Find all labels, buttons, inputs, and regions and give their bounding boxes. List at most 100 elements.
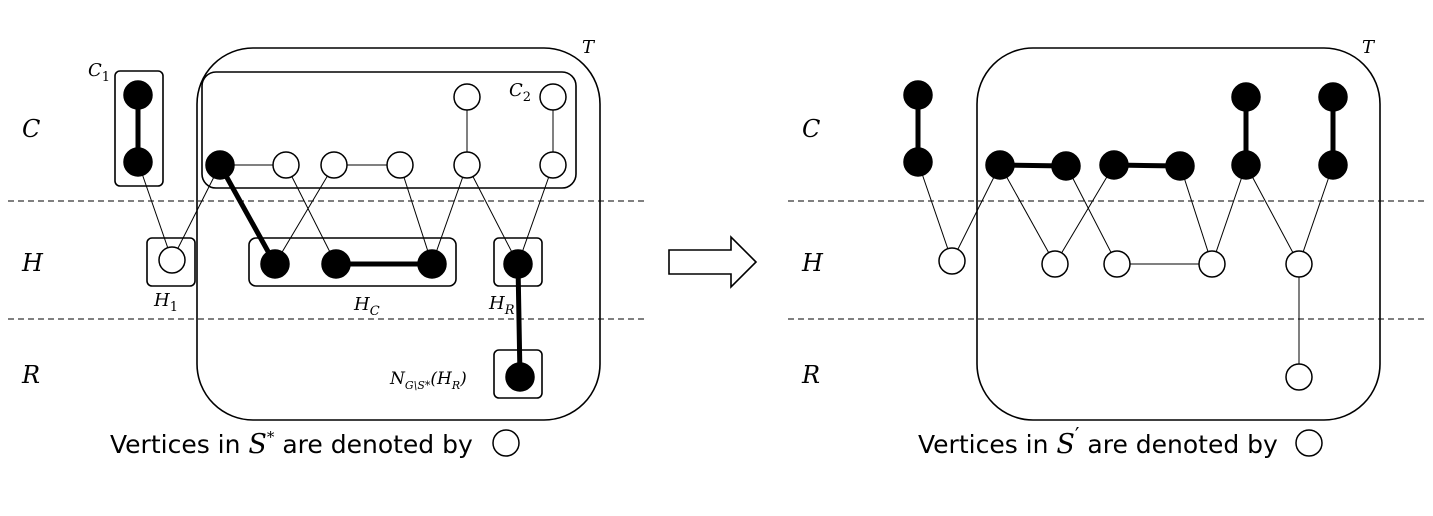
vertex-filled [503,249,533,279]
vertex-open [1198,250,1226,278]
edge [517,164,554,265]
caption-left-suffix: are denoted by [274,430,473,459]
box-t-right [976,47,1381,421]
edge [431,164,468,265]
vertex-open [158,246,186,274]
label-hr-base: H [488,293,505,314]
row-label-r-left: R [21,361,40,389]
vertex-open [1285,363,1313,391]
row-label-c-right: C [802,115,820,143]
vertex-filled [1051,151,1081,181]
caption-right: Vertices in S′ are denoted by [918,423,1278,460]
vertex-open [453,83,481,111]
legend-open-vertex-right [1295,429,1323,457]
right-panel: T [903,37,1381,460]
label-h1-sub: 1 [170,300,178,315]
label-t-right: T [1362,37,1376,58]
edge [1065,164,1118,265]
caption-left-set-sup: * [267,428,275,446]
vertex-open [386,151,414,179]
vertex-filled [1318,82,1348,112]
vertex-filled [260,249,290,279]
edge [274,164,335,265]
label-n-close: ) [459,369,467,389]
edge [1179,164,1213,265]
legend-open-vertex-left [492,429,520,457]
edge [1298,164,1334,265]
caption-right-set-sup: ′ [1075,423,1080,447]
vertex-filled [1231,82,1261,112]
row-label-h-right: H [801,249,824,277]
row-separators [8,200,1426,320]
matching-edge [217,162,278,267]
caption-right-suffix: are denoted by [1079,430,1278,459]
left-panel: T C1 C2 H1 HC HR NG\S*(HR) Vertices in S… [88,37,601,460]
label-n-tail-sub: R [451,379,460,392]
vertex-open [938,247,966,275]
label-c1-sub: 1 [102,70,110,85]
vertex-filled [123,80,153,110]
vertex-open [1285,250,1313,278]
edge [137,161,173,261]
vertex-filled [903,80,933,110]
matching-edge [515,261,523,380]
label-c2-sub: 2 [523,90,531,105]
caption-left-prefix: Vertices in [110,430,248,459]
vertex-open [539,83,567,111]
vertex-open [453,151,481,179]
caption-right-set: S [1056,429,1075,460]
edge [1211,164,1247,265]
label-n-sub: G\S* [405,379,431,392]
edge [917,161,953,262]
row-label-r-right: R [801,361,820,389]
label-n-tail: (H [430,369,453,389]
caption-right-prefix: Vertices in [918,430,1056,459]
label-hc: HC [353,294,380,319]
label-h1: H1 [153,290,178,315]
edge [951,164,1001,262]
edge [1054,164,1115,265]
vertex-open [320,151,348,179]
edge [399,164,433,265]
edge [466,164,519,265]
transform-arrow [668,235,758,289]
vertex-filled [1165,151,1195,181]
vertex-filled [985,150,1015,180]
box-t-left [196,47,601,421]
edge [999,164,1056,265]
box-c2 [201,71,577,189]
label-c1-base: C [88,60,102,81]
vertex-filled [1231,150,1261,180]
label-neighborhood: NG\S*(HR) [389,369,467,392]
label-hc-base: H [353,294,370,315]
vertex-filled [1099,150,1129,180]
row-label-c-left: C [22,115,40,143]
edge [171,164,221,261]
vertex-open [1041,250,1069,278]
label-c2-base: C [509,80,523,101]
box-h1 [146,237,196,287]
vertex-filled [1318,150,1348,180]
label-hr-sub: R [504,303,515,318]
vertex-filled [417,249,447,279]
vertex-filled [903,147,933,177]
caption-left: Vertices in S* are denoted by [110,428,473,460]
label-hr: HR [488,293,515,318]
row-label-h-left: H [21,249,44,277]
vertex-filled [123,147,153,177]
box-c1 [114,70,164,187]
vertex-filled [505,362,535,392]
label-h1-base: H [153,290,170,311]
vertex-filled [205,150,235,180]
caption-left-set: S [248,429,267,460]
label-c2: C2 [509,80,531,105]
label-t-left: T [582,37,596,58]
vertex-open [1103,250,1131,278]
row-labels: C H R C H R [21,115,824,389]
vertex-open [539,151,567,179]
box-hc [248,237,457,287]
vertex-filled [321,249,351,279]
label-c1: C1 [88,60,110,85]
edge [285,164,337,265]
